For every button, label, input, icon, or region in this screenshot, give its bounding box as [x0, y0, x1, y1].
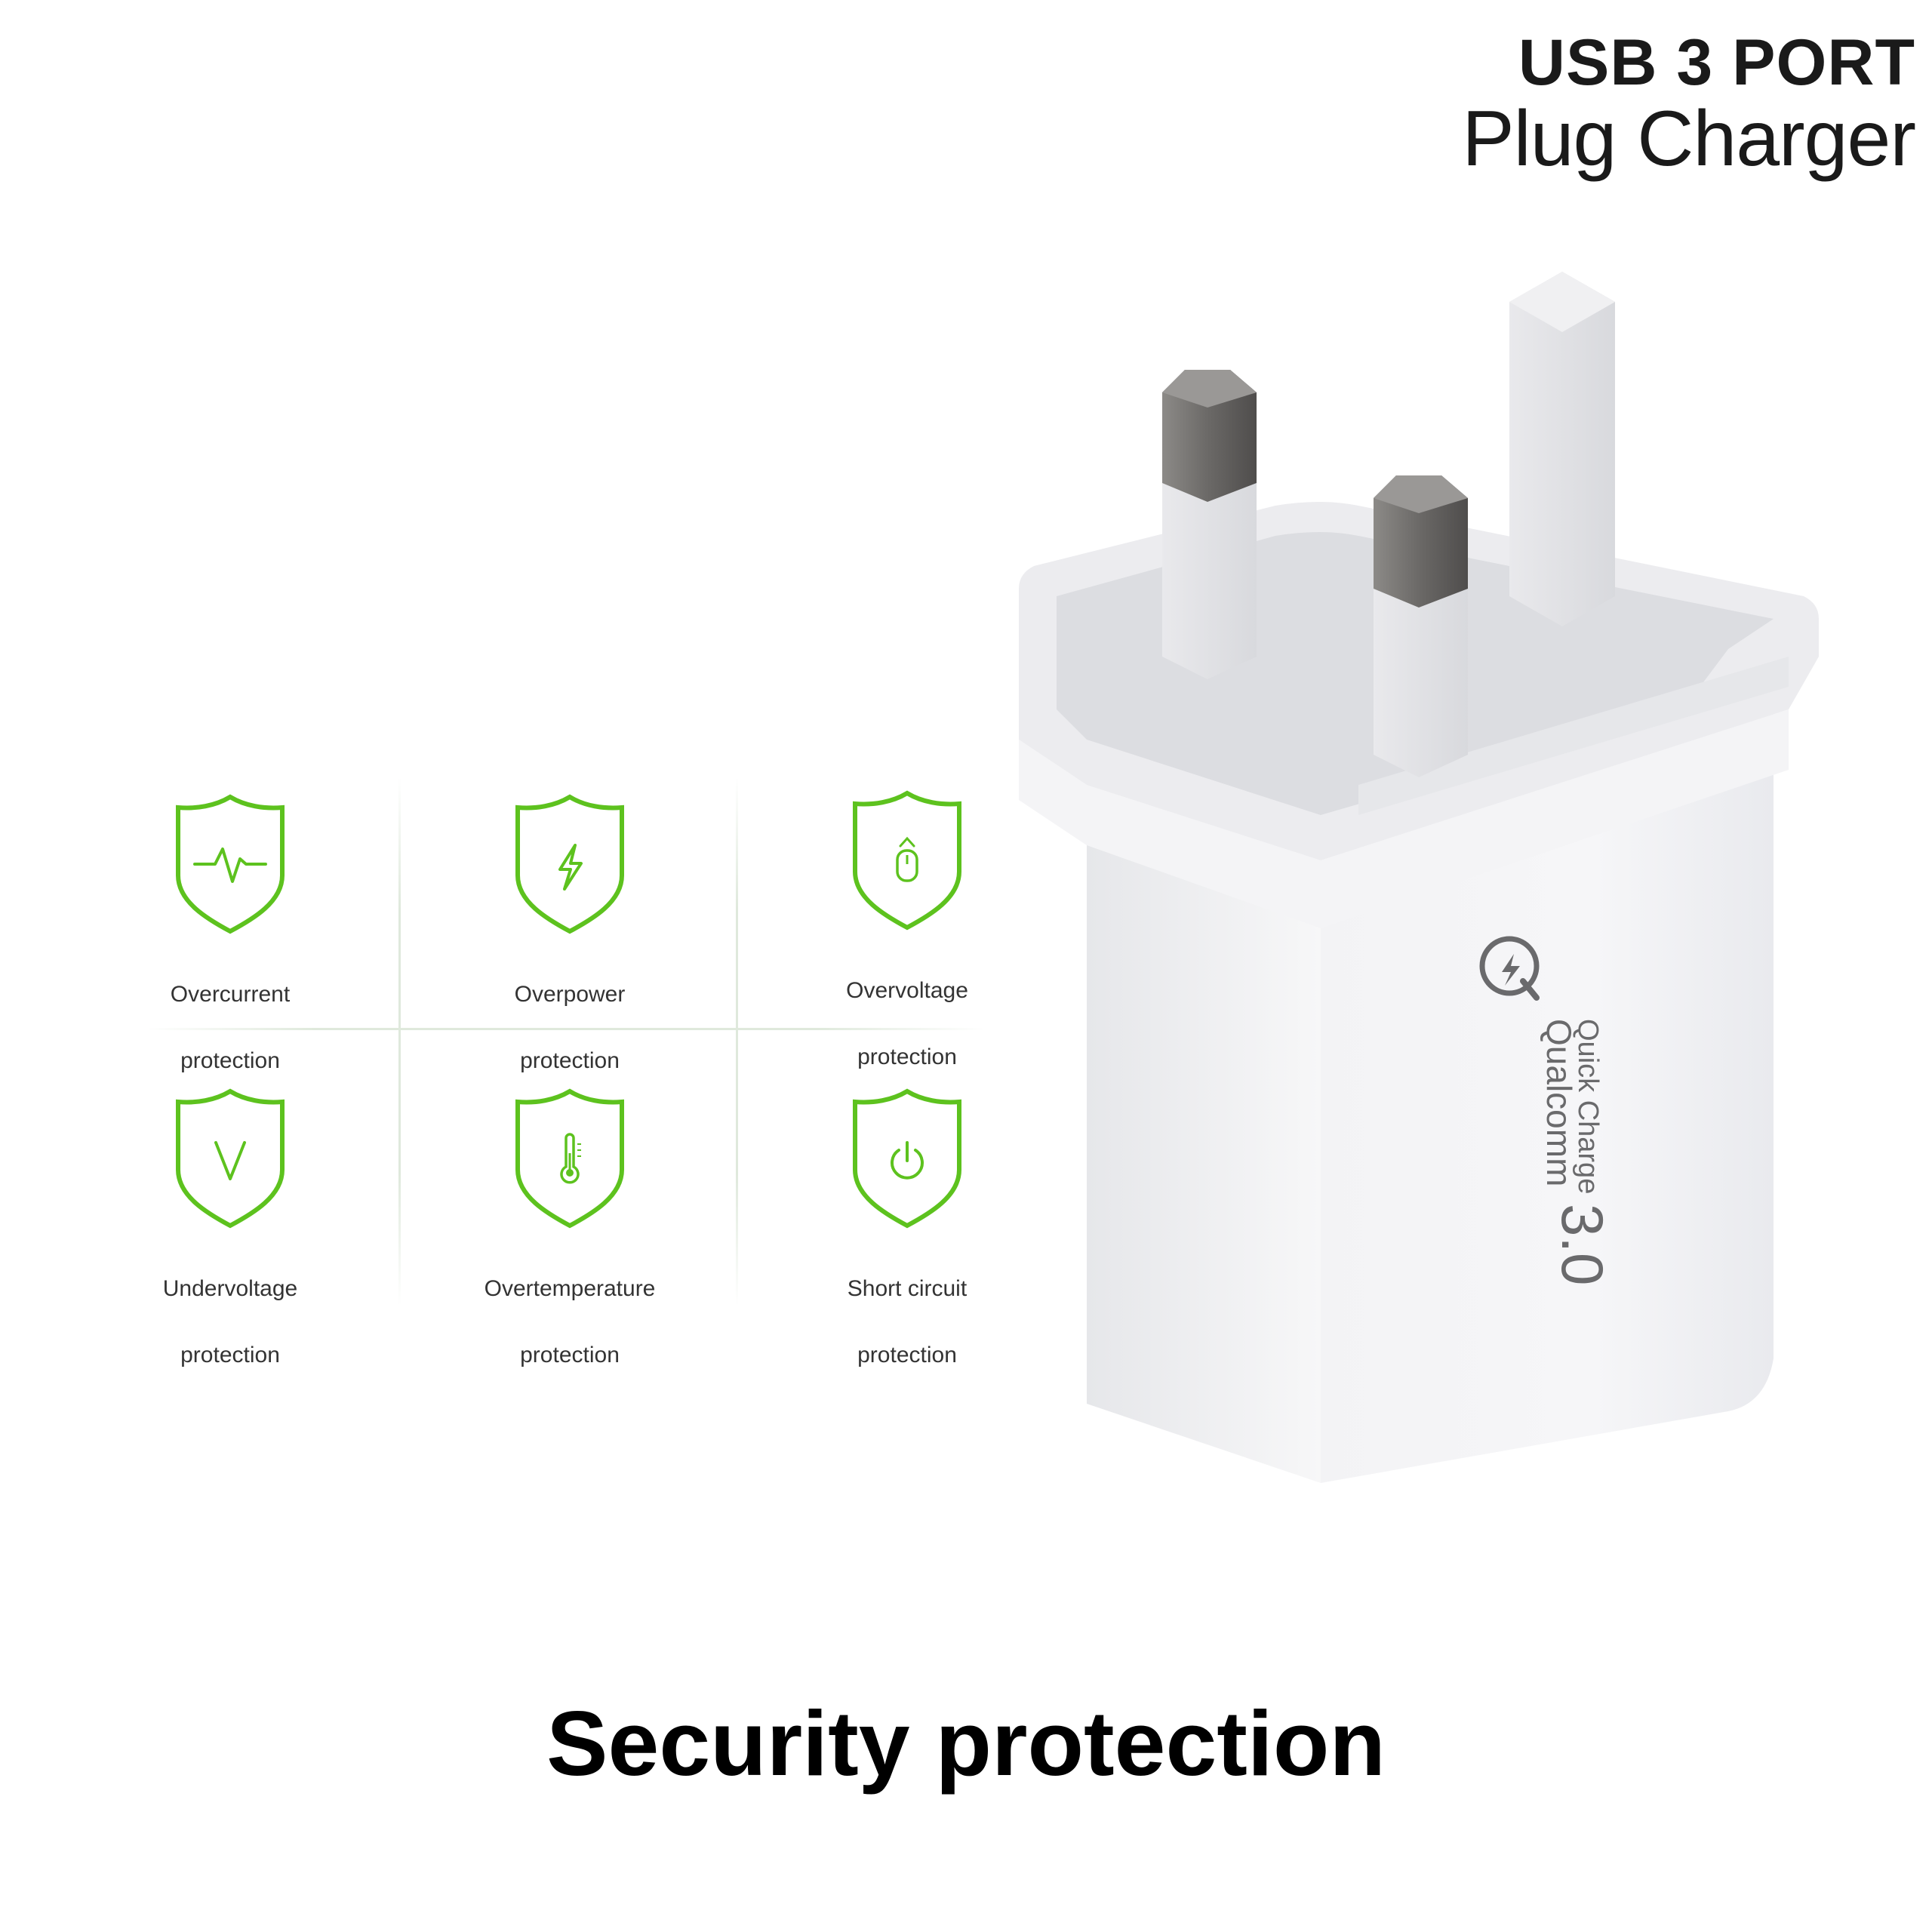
feature-overvoltage: Overvoltage protection [768, 789, 1047, 1074]
grid-divider-horizontal [147, 1028, 985, 1030]
charger-illustration: Qualcomm Quick Charge 3.0 [1019, 272, 1819, 1483]
charger-product-image: Qualcomm Quick Charge 3.0 [1004, 257, 1834, 1513]
feature-undervoltage: Undervoltage protection [91, 1087, 370, 1372]
v-shield-icon [176, 1088, 285, 1229]
grid-divider-vertical-1 [398, 777, 401, 1306]
feature-label-line1: Overpower [514, 982, 626, 1007]
feature-label-line1: Short circuit [847, 1276, 968, 1301]
title-line-2: Plug Charger [1462, 95, 1916, 183]
lightning-shield-icon [515, 794, 624, 934]
qualcomm-brand-text: Qualcomm [1540, 1019, 1579, 1186]
feature-label-line2: protection [857, 1343, 957, 1367]
header-title: USB 3 PORT Plug Charger [1462, 26, 1916, 183]
caption-security-protection: Security protection [546, 1692, 1386, 1795]
feature-short-circuit: Short circuit protection [768, 1087, 1047, 1372]
feature-label-line1: Undervoltage [162, 1276, 298, 1301]
feature-label-line2: protection [520, 1343, 620, 1367]
power-shield-icon [853, 1088, 961, 1229]
grid-divider-vertical-2 [736, 777, 738, 1306]
feature-label-line1: Overvoltage [846, 978, 968, 1003]
version-text: 3.0 [1549, 1204, 1616, 1285]
feature-overtemperature: Overtemperature protection [430, 1087, 709, 1372]
feature-label-line2: protection [857, 1044, 957, 1069]
thermometer-shield-icon [515, 1088, 624, 1229]
heartbeat-shield-icon [176, 794, 285, 934]
feature-label-line2: protection [180, 1343, 280, 1367]
title-line-1: USB 3 PORT [1518, 26, 1915, 99]
feature-label-line1: Overcurrent [170, 982, 291, 1007]
plug-shield-icon [853, 790, 961, 931]
feature-overpower: Overpower protection [430, 792, 709, 1078]
feature-label-line2: protection [520, 1048, 620, 1073]
feature-overcurrent: Overcurrent protection [91, 792, 370, 1078]
feature-grid: Overcurrent protection Overpower protect… [147, 777, 985, 1367]
feature-label-line2: protection [180, 1048, 280, 1073]
feature-label-line1: Overtemperature [484, 1276, 656, 1301]
quick-charge-text: Quick Charge [1572, 1019, 1604, 1194]
